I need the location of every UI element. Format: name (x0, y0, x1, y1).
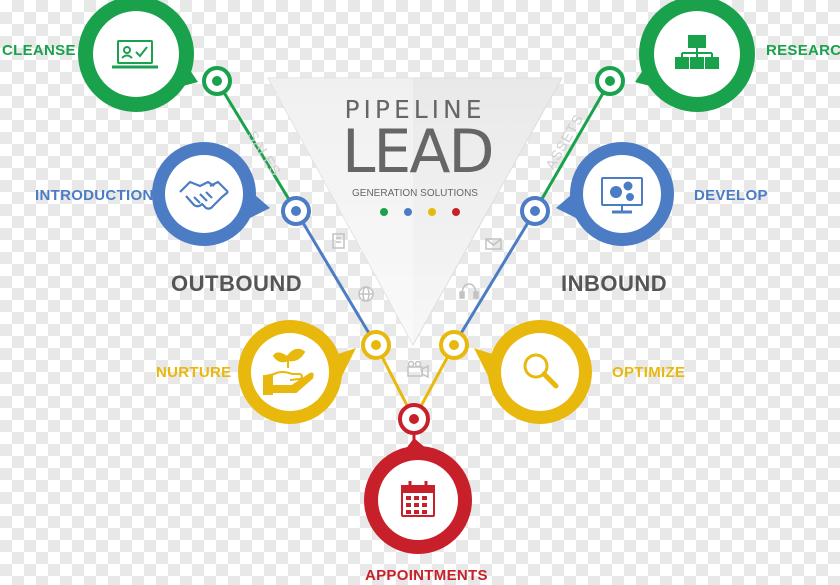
group-label-outbound: OUTBOUND (171, 271, 303, 296)
video-camera-icon (407, 360, 429, 379)
laptop-check-icon (112, 40, 158, 69)
stage-bubble-nurture (238, 320, 356, 424)
color-dot (404, 208, 412, 216)
node-cleanse (202, 66, 232, 96)
color-dots (380, 208, 460, 216)
handshake-icon (179, 180, 229, 210)
title-lead: LEAD (342, 117, 495, 187)
headset-icon (459, 283, 479, 299)
title-pipeline: PIPELINE (344, 95, 486, 124)
stage-bubble-optimize (474, 320, 592, 424)
hand-plant-icon (263, 348, 314, 395)
monitor-gears-icon (601, 177, 643, 214)
node-research (595, 66, 625, 96)
stage-bubble-introduction (152, 142, 270, 246)
node-optimize (439, 330, 469, 360)
stage-label-research: RESEARCH (766, 42, 840, 59)
title-subtitle: GENERATION SOLUTIONS (352, 188, 478, 199)
funnel-triangle (267, 77, 563, 347)
group-label-inbound: INBOUND (561, 271, 668, 296)
stage-bubble-research (635, 0, 755, 112)
stage-label-optimize: OPTIMIZE (612, 364, 686, 381)
stage-label-appointments: APPOINTMENTS (365, 567, 488, 584)
node-introduction (281, 196, 311, 226)
stage-bubble-appointments (364, 438, 472, 554)
globe-icon (358, 286, 374, 302)
stage-label-introduction: INTRODUCTION (35, 187, 154, 204)
stage-bubble-develop (556, 142, 674, 246)
calendar-icon (401, 481, 435, 517)
envelope-icon (485, 238, 502, 250)
color-dot (452, 208, 460, 216)
stage-label-nurture: NURTURE (156, 364, 232, 381)
color-dot (428, 208, 436, 216)
color-dot (380, 208, 388, 216)
node-nurture (361, 330, 391, 360)
stage-label-develop: DEVELOP (694, 187, 768, 204)
stage-label-cleanse: CLEANSE (2, 42, 76, 59)
document-icon (332, 233, 345, 249)
node-appointments (398, 403, 430, 435)
node-develop (520, 196, 550, 226)
magnifier-icon (523, 353, 559, 389)
stage-bubble-cleanse (78, 0, 198, 112)
org-chart-icon (675, 35, 719, 69)
